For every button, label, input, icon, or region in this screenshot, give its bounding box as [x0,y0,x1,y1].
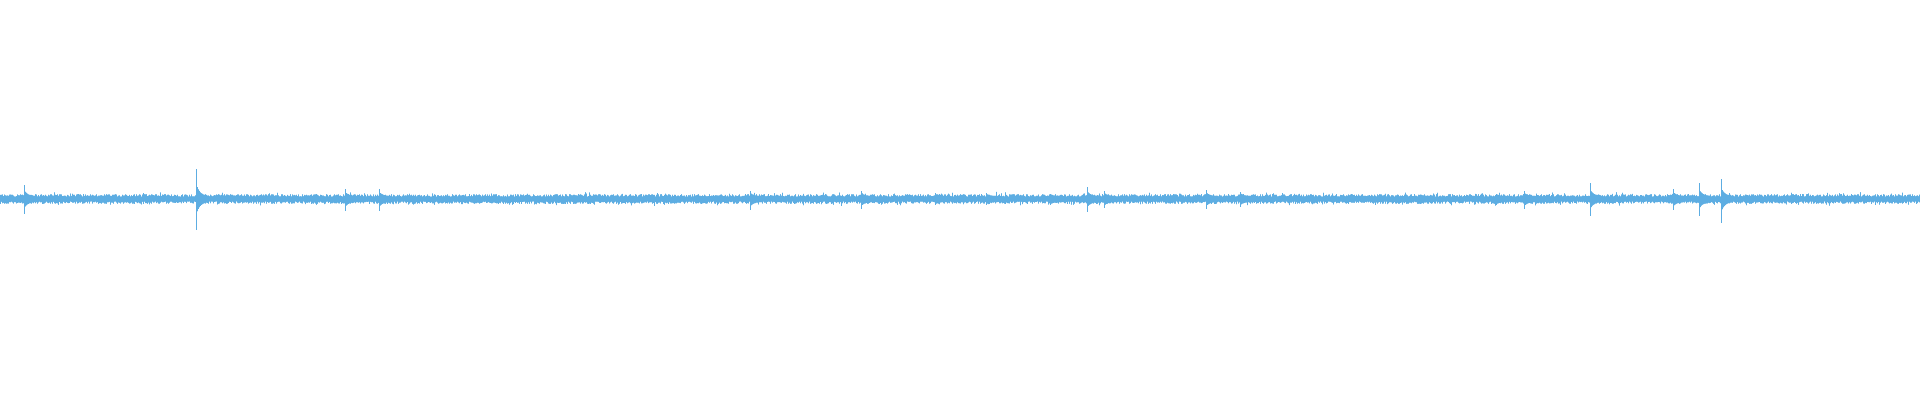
waveform-path [0,169,1920,230]
